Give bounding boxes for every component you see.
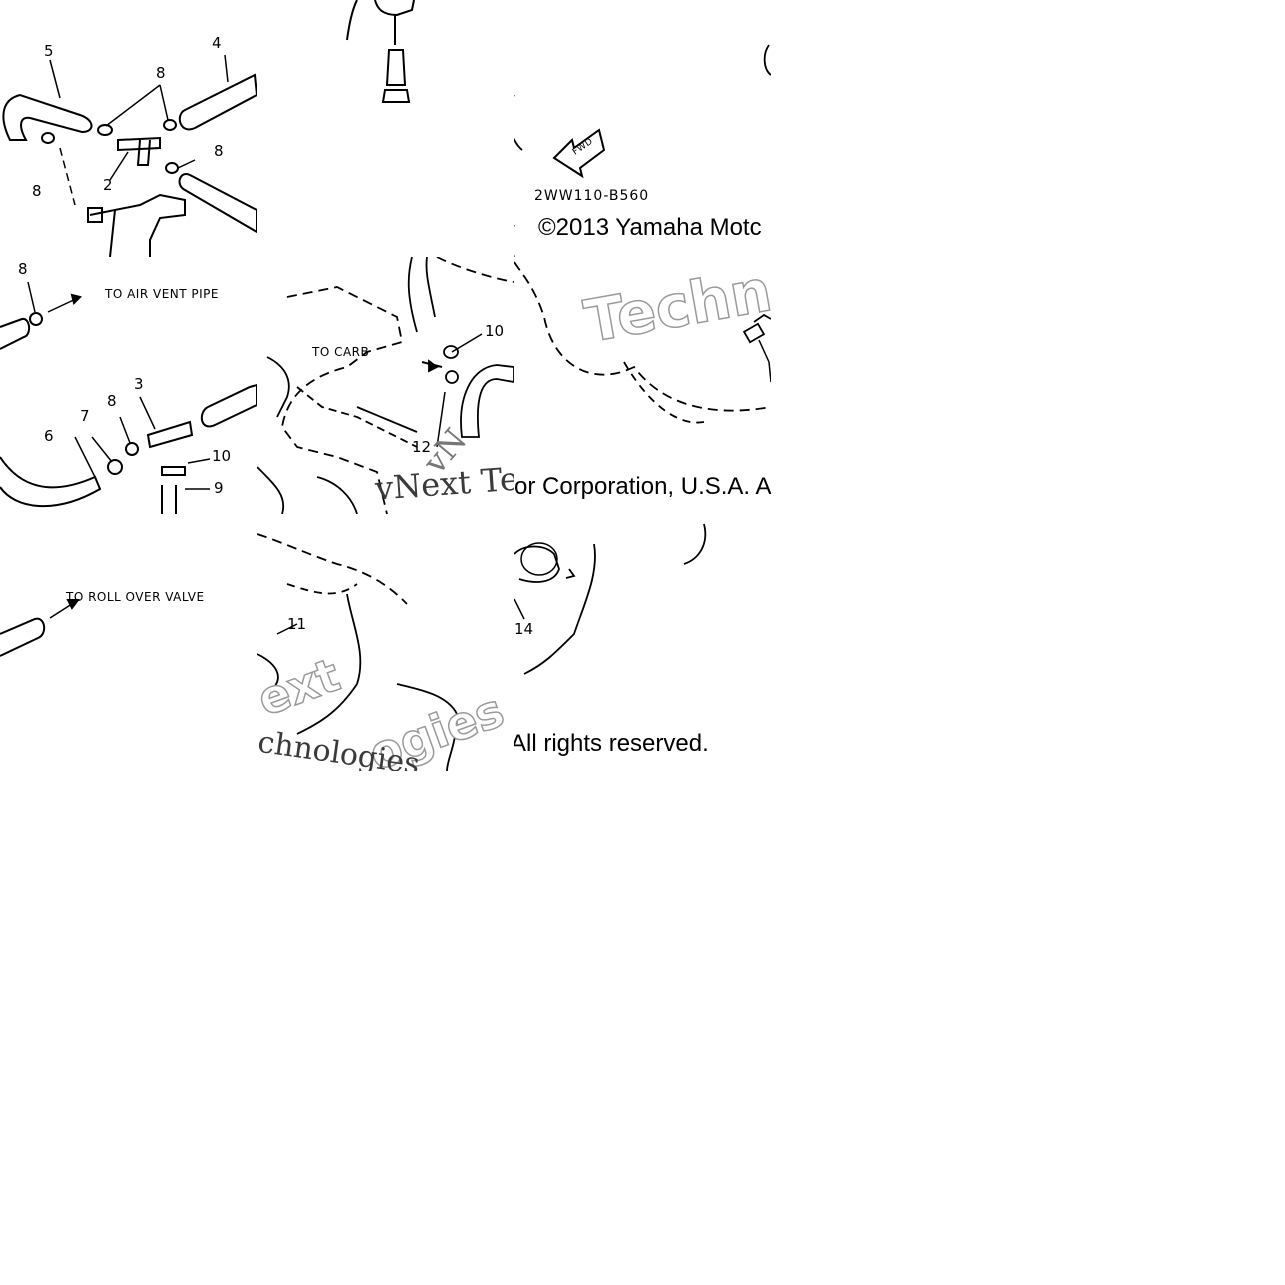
callout-4: 4 xyxy=(212,34,222,52)
callout-8: 8 xyxy=(156,64,166,82)
callout-8: 8 xyxy=(18,260,28,278)
callout-11: 11 xyxy=(287,615,307,633)
tile-fwd-code: FWD 2WW110-B560 ©2013 Yamaha Motc xyxy=(514,0,771,257)
lower-engine-drawing xyxy=(257,533,458,771)
callout-5: 5 xyxy=(44,42,54,60)
callout-8: 8 xyxy=(32,182,42,200)
bolt-area-drawing xyxy=(514,261,771,424)
callout-9: 9 xyxy=(214,479,224,497)
to-roll-over-valve-label: TO ROLL OVER VALVE xyxy=(66,590,205,604)
callout-8: 8 xyxy=(107,392,117,410)
tile-roll-over: TO ROLL OVER VALVE xyxy=(0,514,257,771)
callout-10: 10 xyxy=(485,322,505,340)
fitting-drawing xyxy=(346,0,415,103)
air-vent-hose-drawing xyxy=(0,281,257,514)
tile-hoses-upper: 5 8 4 8 8 2 xyxy=(0,0,257,257)
copyright-line-1: ©2013 Yamaha Motc xyxy=(538,214,762,241)
engine-outline-drawing xyxy=(514,44,771,257)
callout-7: 7 xyxy=(80,407,90,425)
to-carb-label: TO CARB xyxy=(312,345,370,359)
fwd-arrow-shape xyxy=(552,128,606,179)
part-code: 2WW110-B560 xyxy=(534,188,650,204)
tile-air-vent: 8 TO AIR VENT PIPE 3 8 7 6 10 9 xyxy=(0,257,257,514)
callout-8: 8 xyxy=(214,142,224,160)
tile-bottom-right: 14 All rights reserved. xyxy=(514,514,771,771)
callout-14: 14 xyxy=(514,620,534,638)
callout-12: 12 xyxy=(412,438,432,456)
to-air-vent-pipe-label: TO AIR VENT PIPE xyxy=(105,287,219,301)
callout-10: 10 xyxy=(212,447,232,465)
callout-3: 3 xyxy=(134,375,144,393)
callout-2: 2 xyxy=(103,176,113,194)
hose-assembly-drawing xyxy=(2,54,257,257)
tile-carb: TO CARB 10 12 vNext Tec vN xyxy=(257,257,514,514)
lower-right-drawing xyxy=(514,523,707,675)
tile-lower-engine: 11 ext ogies chnologies xyxy=(257,514,514,771)
copyright-line-2: or Corporation, U.S.A. A xyxy=(514,473,771,500)
tile-fitting-top xyxy=(257,0,514,257)
callout-6: 6 xyxy=(44,427,54,445)
roll-over-hose-drawing xyxy=(0,599,80,657)
copyright-line-3: All rights reserved. xyxy=(514,730,709,757)
tile-bolt: Techn or Corporation, U.S.A. A xyxy=(514,257,771,514)
carb-area-drawing xyxy=(257,257,514,514)
